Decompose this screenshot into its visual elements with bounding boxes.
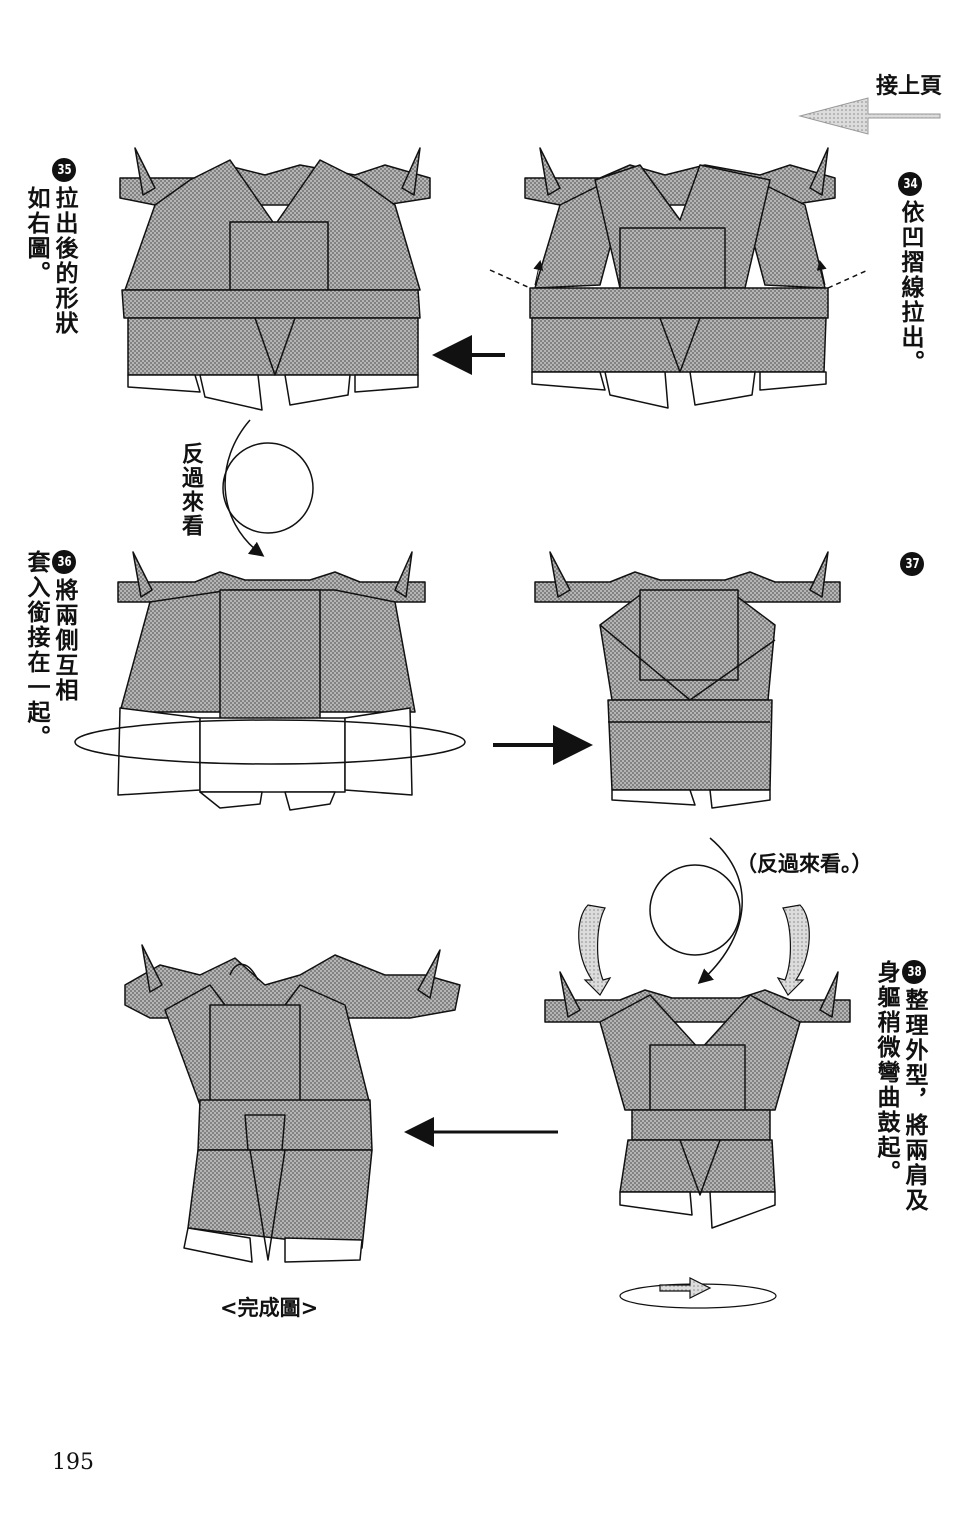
step-36-line-1-text: 將兩側互相 [51,578,77,703]
step-35-line-1-text: 拉出後的形狀 [51,186,77,336]
step-36-line-1: 36 將兩側互相 [50,550,78,750]
step-37-number: 37 [900,552,924,576]
step-38-number: 38 [902,960,926,984]
turn-over-label-2: （反過來看。） [736,852,873,876]
turn-over-arrow-1 [222,419,314,557]
step-34-number: 34 [898,172,922,196]
finished-figure [124,944,461,1263]
step-38-line-2: 身軀稍微彎曲鼓起。 [873,960,899,1185]
step-38-caption: 38 整理外型，將兩肩及 身軀稍微彎曲鼓起。 [872,960,928,1213]
finished-label: <完成圖> [220,1296,319,1320]
continued-label: 接上頁 [876,74,943,99]
step-36-caption: 36 將兩側互相 套入銜接在一起。 [22,550,78,750]
step-36-number: 36 [52,550,76,574]
turn-over-arrow-2 [649,837,743,984]
continued-arrow [798,97,941,135]
step-35-number: 35 [52,158,76,182]
step-38-line-1: 38 整理外型，將兩肩及 [900,960,928,1213]
curl-arrows [578,904,810,1309]
step-36-line-2: 套入銜接在一起。 [23,550,49,750]
step-38-line-1-text: 整理外型，將兩肩及 [901,988,927,1213]
step-35-caption: 35 拉出後的形狀 如右圖。 [22,158,78,336]
step-34-caption: 34 依凹摺線拉出。 [896,172,924,375]
turn-over-label-1: 反過來看 [178,442,203,538]
step-35-figure [119,147,431,411]
step-35-line-1: 35 拉出後的形狀 [50,158,78,336]
page-number: 195 [52,1450,94,1475]
step-34-text: 依凹摺線拉出。 [897,200,923,375]
step-34-figure [489,147,869,409]
step-37-figure [534,551,841,809]
step-38-figure [544,971,851,1229]
step-36-figure [74,551,466,811]
step-37-caption: 37 [898,552,926,580]
step-35-line-2: 如右圖。 [23,186,49,286]
